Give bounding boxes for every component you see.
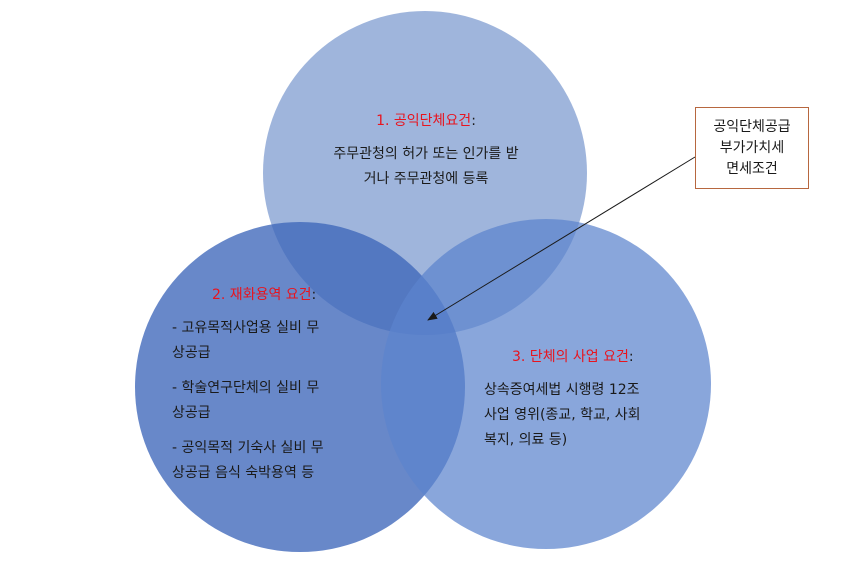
circle1-line: 거나 주무관청에 등록 bbox=[363, 171, 489, 187]
circle1-text: 1. 공익단체요건: 주무관청의 허가 또는 인가를 받 거나 주무관청에 등록 bbox=[306, 110, 546, 192]
circle2-item: - 공익목적 기숙사 실비 무 상공급 음식 숙박용역 등 bbox=[172, 440, 324, 481]
circle3-line: 복지, 의료 등) bbox=[484, 432, 568, 448]
callout-arrow bbox=[427, 156, 696, 321]
circle3-heading: 3. 단체의 사업 요건: bbox=[512, 349, 634, 365]
circle-business bbox=[381, 219, 711, 549]
circle-goods-services bbox=[135, 222, 465, 552]
callout-line: 부가가치세 bbox=[719, 139, 785, 156]
circle2-item: - 학술연구단체의 실비 무 상공급 bbox=[172, 380, 320, 421]
callout-box: 공익단체공급 부가가치세 면세조건 bbox=[695, 107, 809, 189]
circle1-heading: 1. 공익단체요건: bbox=[376, 113, 476, 129]
callout-line: 면세조건 bbox=[726, 160, 778, 177]
circle3-line: 상속증여세법 시행령 12조 bbox=[484, 382, 640, 398]
circle2-text: 2. 재화용역 요건: - 고유목적사업용 실비 무 상공급 - 학술연구단체의… bbox=[172, 284, 382, 496]
circle1-line: 주무관청의 허가 또는 인가를 받 bbox=[333, 146, 519, 162]
callout-line: 공익단체공급 bbox=[713, 118, 791, 135]
circle3-line: 사업 영위(종교, 학교, 사회 bbox=[484, 407, 641, 423]
circle3-text: 3. 단체의 사업 요건: 상속증여세법 시행령 12조 사업 영위(종교, 학… bbox=[484, 346, 684, 453]
circle2-item: - 고유목적사업용 실비 무 상공급 bbox=[172, 320, 320, 361]
circle2-heading: 2. 재화용역 요건: bbox=[212, 287, 317, 303]
